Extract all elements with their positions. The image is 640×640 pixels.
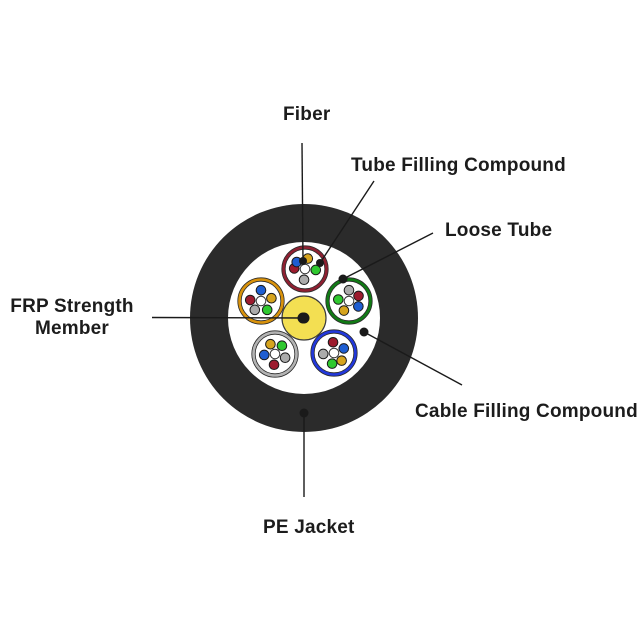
loose-tube-outer-edge xyxy=(237,277,285,325)
tube-center-filler xyxy=(299,263,311,275)
fiber-red xyxy=(268,359,280,371)
tube-center-filler xyxy=(343,295,355,307)
loose-tube-outer-edge xyxy=(325,277,373,325)
pointer-dot-loose-tube xyxy=(338,274,348,284)
fiber-gray xyxy=(279,352,291,363)
fiber-gold xyxy=(266,292,277,304)
label-frp-strength-member: FRP Strength Member xyxy=(10,296,134,339)
tube-center-filler xyxy=(255,295,267,307)
loose-tube-outer-edge xyxy=(310,329,358,377)
fiber-gray xyxy=(298,274,310,286)
fiber-blue xyxy=(338,343,350,354)
loose-tube-outer-edge xyxy=(281,245,329,293)
fiber-blue xyxy=(258,349,270,361)
pointer-dot-frp-strength-member xyxy=(297,312,309,324)
pointer-line-loose-tube xyxy=(342,232,434,280)
fiber-green xyxy=(333,294,344,305)
loose-tube-inner-edge xyxy=(313,332,355,374)
fiber-gray xyxy=(317,348,329,360)
label-fiber: Fiber xyxy=(283,104,331,125)
label-tube-filling-compound: Tube Filling Compound xyxy=(351,155,566,176)
fiber-gold xyxy=(336,355,347,366)
tube-center-filler xyxy=(328,347,340,359)
pointer-dot-pe-jacket xyxy=(299,408,309,418)
fiber-green xyxy=(261,304,273,316)
fiber-red xyxy=(353,290,364,302)
fiber-blue xyxy=(255,284,267,296)
loose-tube-outer-edge xyxy=(251,330,299,378)
pointer-line-fiber xyxy=(301,142,304,262)
loose-tube-inner-edge xyxy=(328,280,370,322)
pointer-dot-tube-filling-compound xyxy=(316,259,324,267)
fiber-gray xyxy=(249,304,261,316)
label-loose-tube: Loose Tube xyxy=(445,220,553,241)
fiber-green xyxy=(310,264,322,276)
label-cable-filling-compound: Cable Filling Compound xyxy=(415,401,638,422)
loose-tube-inner-edge xyxy=(240,280,282,322)
pointer-line-frp-strength-member xyxy=(151,316,304,319)
pointer-dot-fiber xyxy=(299,257,307,265)
pointer-line-tube-filling-compound xyxy=(319,180,375,264)
fiber-green xyxy=(276,340,288,352)
fiber-red xyxy=(244,294,256,306)
pointer-dot-cable-filling-compound xyxy=(359,327,369,337)
fiber-red xyxy=(327,336,339,348)
fiber-green xyxy=(326,358,338,369)
tube-center-filler xyxy=(269,348,281,360)
loose-tube-inner-edge xyxy=(254,333,296,375)
fiber-gold xyxy=(265,338,276,350)
fiber-gray xyxy=(343,284,355,296)
label-pe-jacket: PE Jacket xyxy=(263,517,355,538)
fiber-blue xyxy=(353,301,364,312)
fiber-gold xyxy=(338,305,350,316)
loose-tube-inner-edge xyxy=(284,248,326,290)
pointer-line-cable-filling-compound xyxy=(363,331,463,386)
